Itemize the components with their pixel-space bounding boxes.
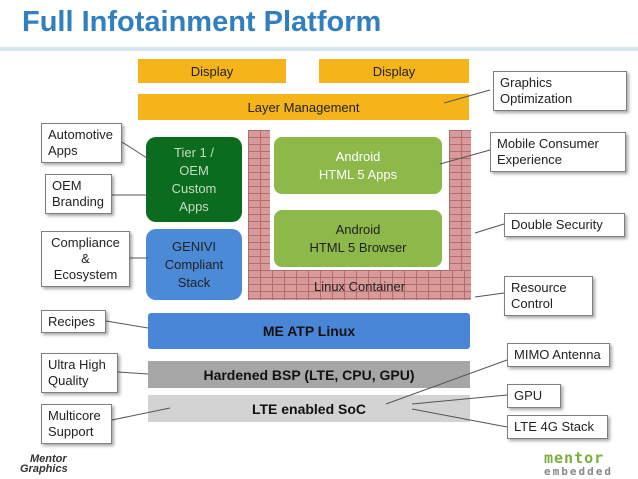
page-title: Full Infotainment Platform — [22, 6, 382, 38]
mentor-graphics-logo: Mentor Graphics — [20, 453, 68, 475]
genivi-line-1: GENIVI — [171, 238, 217, 254]
tier1-oem-custom-apps-box: Tier 1 / OEM Custom Apps — [146, 137, 242, 222]
callout-mobile-consumer-experience: Mobile Consumer Experience — [490, 132, 626, 172]
android-apps-line-2: HTML 5 Apps — [318, 166, 398, 182]
connector-quality — [117, 371, 149, 375]
callout-lte-4g-stack: LTE 4G Stack — [507, 415, 608, 439]
connector-gpu — [411, 394, 508, 405]
callout-text: Branding — [52, 194, 105, 209]
connector-mimo — [385, 359, 508, 405]
callout-text: Graphics — [500, 75, 553, 90]
android-browser-line-1: Android — [335, 221, 381, 237]
callout-text: Experience — [497, 152, 563, 167]
callout-text: Quality — [48, 373, 89, 388]
callout-oem-branding: OEM Branding — [45, 174, 112, 214]
connector-lte4g — [411, 408, 508, 428]
tier1-line-3: Custom — [171, 180, 217, 196]
logo-text: embedded — [544, 465, 613, 478]
callout-text: Ultra High — [48, 357, 106, 372]
connector-security — [474, 223, 505, 234]
me-atp-linux-layer: ME ATP Linux — [148, 313, 470, 349]
callout-resource-control: Resource Control — [504, 276, 593, 316]
callout-recipes: Recipes — [41, 310, 106, 333]
android-browser-line-2: HTML 5 Browser — [309, 239, 407, 255]
connector-multicore — [111, 407, 171, 421]
callout-text: Multicore — [48, 408, 101, 423]
callout-gpu: GPU — [507, 384, 561, 408]
linux-container-wall-right — [449, 130, 471, 300]
callout-text: Ecosystem — [53, 267, 118, 282]
display-left-box: Display — [138, 59, 286, 83]
android-apps-line-1: Android — [335, 148, 381, 164]
android-html5-apps-box: Android HTML 5 Apps — [274, 137, 442, 194]
callout-text: Control — [511, 296, 553, 311]
tier1-line-4: Apps — [179, 198, 209, 214]
tier1-line-1: Tier 1 / — [174, 144, 214, 160]
tier1-line-2: OEM — [179, 162, 209, 178]
callout-text: Apps — [48, 143, 78, 158]
callout-ultra-high-quality: Ultra High Quality — [41, 353, 118, 393]
display-right-box: Display — [319, 59, 469, 83]
logo-text: Mentor — [30, 453, 67, 465]
callout-double-security: Double Security — [504, 213, 625, 237]
title-divider — [0, 47, 638, 51]
callout-text: Mobile Consumer — [497, 136, 599, 151]
logo-text: mentor — [544, 449, 605, 467]
mentor-embedded-logo: mentor embedded — [544, 449, 613, 479]
callout-text: OEM — [52, 178, 82, 193]
logo-text: Graphics — [20, 463, 68, 475]
callout-text: Resource — [511, 280, 567, 295]
callout-multicore-support: Multicore Support — [41, 404, 112, 444]
callout-graphics-optimization: Graphics Optimization — [493, 71, 627, 111]
callout-compliance-ecosystem: Compliance & Ecosystem — [41, 231, 130, 287]
lte-soc-layer: LTE enabled SoC — [148, 395, 470, 422]
callout-text: & — [81, 251, 90, 266]
callout-text: Automotive — [48, 127, 114, 142]
connector-graphics — [443, 89, 491, 104]
linux-container-wall-bottom — [248, 270, 471, 300]
linux-container-wall-left — [248, 130, 270, 300]
layer-management-box: Layer Management — [138, 94, 469, 120]
connector-automotive — [121, 141, 151, 161]
linux-container-label: Linux Container — [313, 278, 406, 294]
callout-text: Optimization — [500, 91, 573, 106]
connector-mobile — [439, 149, 491, 165]
genivi-line-2: Compliant — [164, 256, 224, 272]
genivi-stack-box: GENIVI Compliant Stack — [146, 229, 242, 300]
callout-text: Compliance — [51, 235, 120, 250]
genivi-line-3: Stack — [177, 274, 211, 290]
hardened-bsp-layer: Hardened BSP (LTE, CPU, GPU) — [148, 361, 470, 388]
android-html5-browser-box: Android HTML 5 Browser — [274, 210, 442, 267]
callout-text: Support — [48, 424, 94, 439]
callout-automotive-apps: Automotive Apps — [41, 123, 122, 163]
connector-recipes — [105, 320, 149, 329]
callout-mimo-antenna: MIMO Antenna — [507, 343, 610, 367]
connector-resource — [474, 292, 505, 298]
